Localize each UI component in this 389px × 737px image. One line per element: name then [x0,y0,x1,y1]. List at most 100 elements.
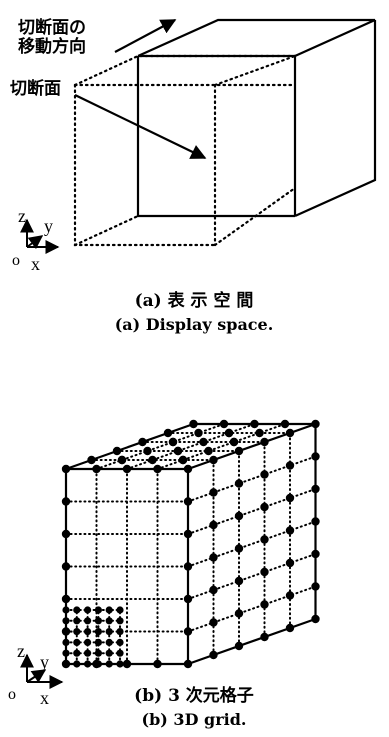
grid-node [311,419,320,429]
axis-x-label: x [40,688,49,708]
grid-node [285,591,295,600]
cutting-plane [136,18,377,218]
grid-line-dotted [187,455,317,503]
grid-node [138,437,147,447]
grid-node [183,562,193,571]
grid-node [116,649,124,657]
grid-node [260,535,269,544]
grid-node [122,659,132,669]
grid-node [229,437,239,447]
grid-nodes [61,419,320,669]
grid-node [183,529,193,539]
axis-y-label: y [44,216,53,236]
grid-node [183,594,193,604]
grid-node [311,517,320,526]
grid-node [285,623,295,633]
grid-node [311,582,320,591]
grid-node [61,562,71,571]
grid-node [73,660,81,668]
grid-node [61,497,71,506]
axes-a: z y o x [12,206,60,274]
grid-node [163,428,173,438]
grid-node [260,632,269,642]
axis-z-label: z [17,641,25,661]
grid-node [94,660,102,668]
grid-node [219,419,229,429]
grid-node [62,649,70,657]
grid-3d-diagram: z y o x (b) 3 次元格子 (b) 3D grid. [8,419,320,729]
grid-node [285,428,295,438]
grid-node [285,526,295,535]
grid-line-dotted [95,423,225,470]
grid-node [84,606,92,614]
grid-node [84,660,92,668]
cutting-plane-label: 切断面 [10,78,61,99]
grid-node [61,464,71,474]
grid-line-dotted [187,520,317,568]
grid-node [116,617,124,625]
caption-a-english: (a) Display space. [115,315,274,334]
grid-node [209,618,218,627]
grid-node [194,428,203,438]
axis-origin-label: o [8,686,16,703]
grid-node [260,600,269,609]
grid-node [311,484,320,494]
grid-lines [64,422,317,666]
grid-node [189,419,198,429]
grid-node [234,511,244,521]
grid-node [73,638,81,647]
grid-node [116,638,124,647]
grid-node [62,638,70,647]
grid-line-dotted [187,488,317,535]
grid-node [209,455,218,465]
grid-node [183,627,193,636]
grid-node [94,606,102,614]
grid-node [62,606,70,614]
grid-node [143,446,152,456]
grid-node [61,529,71,539]
grid-node [199,437,208,447]
grid-node [234,609,244,618]
grid-node [260,567,269,577]
grid-node [61,594,71,604]
grid-node [234,576,244,586]
grid-node [62,660,70,668]
grid-node [183,659,193,669]
axis-x-label: x [31,254,40,274]
grid-node [311,614,320,624]
grid-node [153,464,162,474]
display-space-box [73,54,297,247]
grid-node [255,428,264,438]
grid-node [105,638,113,647]
grid-node [84,638,92,647]
grid-node [116,660,124,668]
grid-node [92,464,101,474]
move-direction-label-line2: 移動方向 [18,36,86,57]
grid-node [224,428,234,438]
grid-node [73,617,81,625]
grid-line-dotted [187,585,317,633]
grid-node [87,455,96,465]
grid-node [122,464,132,474]
grid-node [116,628,124,636]
grid-node [84,628,92,636]
caption-a-japanese: (a) 表 示 空 間 [135,290,254,311]
grid-node [105,660,113,668]
grid-node [94,638,102,647]
display-space-diagram: 切断面の 移動方向 切断面 z y o x (a) 表 示 空 間 (a) Di… [10,17,377,334]
grid-node [209,520,218,530]
plane-pointer-arrow [74,94,207,159]
grid-node [234,544,244,553]
grid-node [84,617,92,625]
box-edge [64,422,195,471]
move-direction-arrow [114,19,177,53]
grid-node [183,497,193,506]
grid-node [285,558,295,568]
grid-node [73,606,81,614]
grid-node [285,461,295,470]
grid-node [148,455,157,465]
grid-node [250,419,259,429]
grid-line-dotted [126,423,256,470]
grid-node [209,585,218,595]
grid-node [173,446,183,456]
